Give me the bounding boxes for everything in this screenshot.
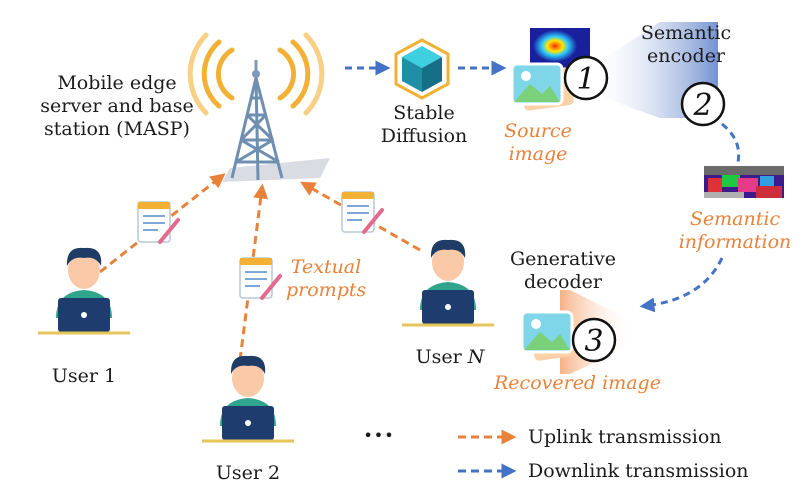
legend-downlink-label: Downlink transmission [528,460,749,482]
step-1-badge: 1 [563,55,609,101]
prompt-document-icon-3 [341,191,384,234]
legend-uplink-label: Uplink transmission [528,426,722,448]
user-n-label: User N [415,346,485,368]
semantic-information-label: Semantic information [678,208,792,253]
prompt-document-icon-1 [137,201,180,244]
step-2-badge: 2 [680,81,726,127]
user-n-avatar-icon [402,239,494,327]
svg-text:1: 1 [576,62,595,97]
svg-text:2: 2 [692,88,712,123]
downlink-arrow-encoder-to-info [721,122,741,163]
user-1-label: User 1 [51,365,117,387]
textual-prompts-label: Textual prompts [286,256,367,301]
stable-diffusion-label: Stable Diffusion [380,102,468,147]
prompt-document-icon-2 [239,257,282,300]
user-2-avatar-icon [202,355,294,443]
source-image-icon [510,62,574,111]
stable-diffusion-cube-icon [394,38,450,100]
recovered-image-label: Recovered image [494,372,661,394]
recovered-image-icon [520,310,584,361]
downlink-arrow-info-to-decoder [639,257,724,313]
ellipsis-more-users: ••• [363,426,395,445]
step-3-badge: 3 [571,317,617,363]
uplink-arrow-user2 [238,183,269,361]
semantic-encoder-label: Semantic encoder [640,22,732,67]
semantic-segmentation-image [704,166,784,198]
source-image-label: Source image [504,120,572,165]
generative-decoder-label: Generative decoder [509,248,616,293]
base-station-tower-icon [187,32,330,182]
base-station-label: Mobile edge server and base station (MAS… [40,72,194,140]
user-2-label: User 2 [215,462,281,484]
svg-text:3: 3 [584,324,603,359]
user-1-avatar-icon [38,247,130,335]
